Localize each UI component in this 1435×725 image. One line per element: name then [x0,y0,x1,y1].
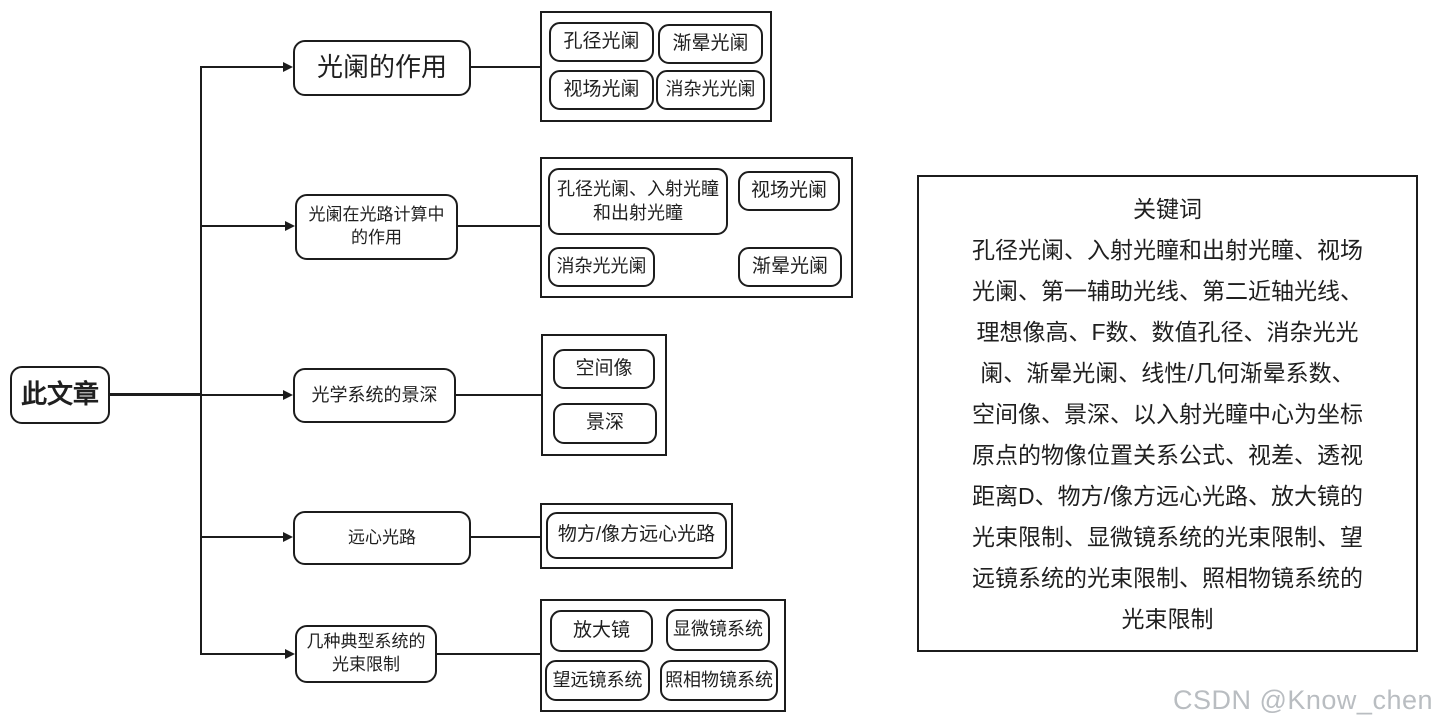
keywords-line: 光阑、第一辅助光线、第二近轴光线、 [972,278,1363,304]
keywords-line: 距离D、物方/像方远心光路、放大镜的 [972,483,1363,509]
keywords-panel: 关键词 孔径光阑、入射光瞳和出射光瞳、视场 光阑、第一辅助光线、第二近轴光线、 … [917,175,1418,652]
keywords-line: 孔径光阑、入射光瞳和出射光瞳、视场 [972,237,1363,263]
root-node-article: 此文章 [10,366,110,424]
child-node: 显微镜系统 [666,609,770,651]
keywords-line: 原点的物像位置关系公式、视差、透视 [972,442,1363,468]
branch-2-line [201,225,287,227]
child-node: 景深 [553,403,657,444]
child-node: 视场光阑 [549,70,654,110]
keywords-line: 远镜系统的光束限制、照相物镜系统的 [972,565,1363,591]
child-node: 孔径光阑 [549,22,654,62]
child-node: 孔径光阑、入射光瞳 和出射光瞳 [548,168,728,235]
child-node: 物方/像方远心光路 [546,512,727,559]
branch-5-line [201,653,287,655]
branch-node-stop-function: 光阑的作用 [293,40,471,96]
keywords-title: 关键词 [1133,196,1202,222]
node-to-group-line [436,653,542,655]
watermark: CSDN @Know_chen [1172,685,1433,715]
child-node: 视场光阑 [738,171,840,211]
child-node: 空间像 [553,349,655,389]
keywords-line: 光束限制 [1121,606,1214,632]
branch-4-line [201,536,285,538]
child-node: 渐晕光阑 [658,24,763,64]
node-to-group-line [457,225,542,227]
arrowhead-icon [283,62,293,72]
child-node: 望远镜系统 [545,660,650,701]
root-connector-line [108,393,202,396]
branch-1-line [201,66,285,68]
keywords-line: 光束限制、显微镜系统的光束限制、望 [972,524,1363,550]
branch-node-telecentric-path: 远心光路 [293,511,471,565]
branch-node-depth-of-field: 光学系统的景深 [293,368,456,423]
child-node: 渐晕光阑 [738,247,842,287]
node-to-group-line [470,536,542,538]
keywords-line: 理想像高、F数、数值孔径、消杂光光 [976,319,1359,345]
arrowhead-icon [283,532,293,542]
child-node: 消杂光光阑 [656,70,765,110]
child-node: 消杂光光阑 [548,247,655,287]
arrowhead-icon [285,221,295,231]
child-node: 照相物镜系统 [660,660,778,701]
keywords-line: 空间像、景深、以入射光瞳中心为坐标 [972,401,1363,427]
node-to-group-line [455,394,543,396]
branch-node-beam-limits: 几种典型系统的 光束限制 [295,625,437,683]
trunk-line [200,66,202,655]
branch-node-stop-in-raytracing: 光阑在光路计算中 的作用 [295,194,458,260]
child-node: 放大镜 [550,610,653,652]
arrowhead-icon [285,649,295,659]
arrowhead-icon [283,390,293,400]
keywords-line: 阑、渐晕光阑、线性/几何渐晕系数、 [980,360,1355,386]
node-to-group-line [470,66,542,68]
branch-3-line [201,394,285,396]
